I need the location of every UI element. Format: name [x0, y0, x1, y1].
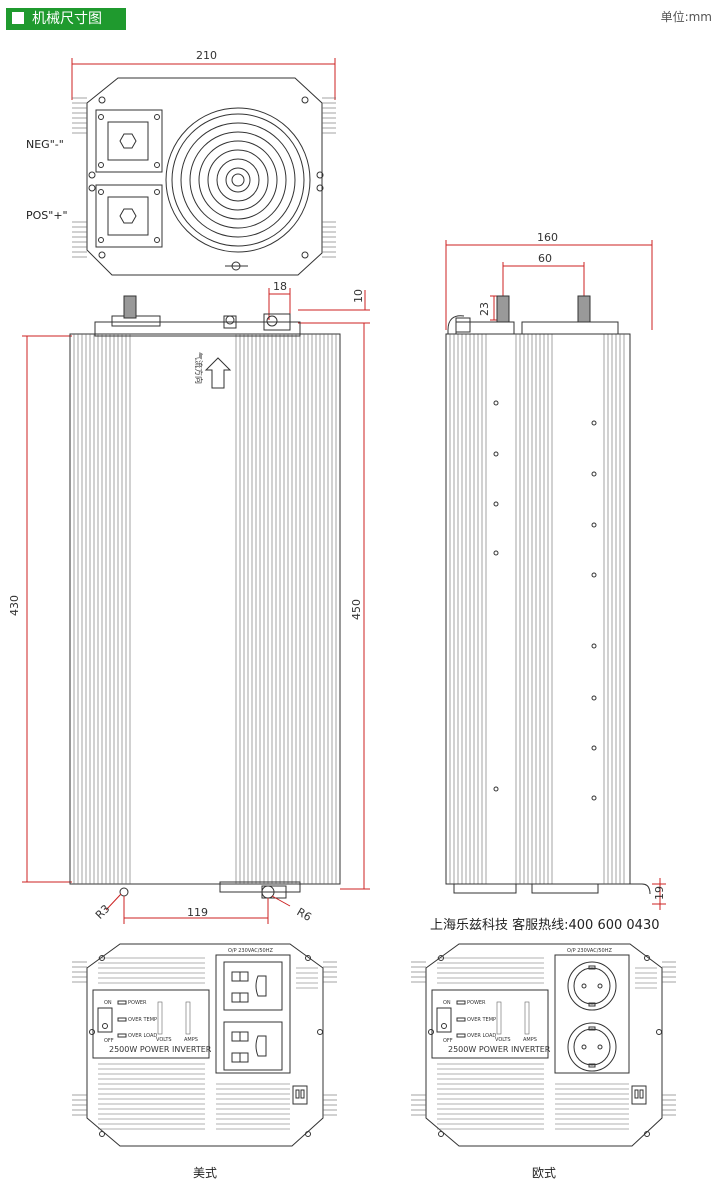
- pos-label: POS"+": [26, 209, 68, 222]
- eu-amps-label: AMPS: [523, 1037, 537, 1043]
- eu-caption: 欧式: [532, 1166, 556, 1180]
- us-switch-on-label: ON: [104, 1000, 112, 1006]
- section-title-badge: 机械尺寸图: [6, 8, 126, 30]
- us-panel-vents: [98, 957, 318, 1130]
- top-view-right-fins: [322, 97, 336, 258]
- front-view: 18 10 430 450: [8, 280, 370, 924]
- radius-r3-label: R3: [93, 902, 113, 922]
- top-view-left-fins: [72, 97, 87, 258]
- pos-terminal-block: [95, 184, 163, 248]
- eu-panel-vents: [437, 957, 657, 1130]
- us-led-power: POWER: [128, 1000, 147, 1006]
- us-outlet-top: [223, 961, 283, 1011]
- us-caption: 美式: [193, 1166, 217, 1180]
- dim-length-450: 450: [350, 599, 363, 620]
- eu-outlet-top: [567, 961, 617, 1011]
- section-title: 机械尺寸图: [32, 11, 102, 27]
- us-led-over-temp: OVER TEMP: [128, 1017, 157, 1023]
- us-panel: ON OFF POWER OVER TEMP OVER LOAD VOLTS A…: [72, 943, 337, 1147]
- neg-terminal-block: [95, 109, 163, 173]
- us-amps-label: AMPS: [184, 1037, 198, 1043]
- side-view: 160 60 23: [445, 231, 666, 910]
- dim-foot-height-19: 19: [653, 886, 666, 900]
- eu-led-power: POWER: [467, 1000, 486, 1006]
- us-led-over-load: OVER LOAD: [128, 1033, 157, 1039]
- dim-bottom-span-119: 119: [187, 906, 208, 919]
- radius-r6-label: R6: [295, 905, 314, 924]
- airflow-label: 气流方向: [194, 352, 204, 384]
- eu-switch-off-label: OFF: [443, 1038, 453, 1044]
- side-view-fins: [449, 334, 625, 884]
- company-hotline: 上海乐兹科技 客服热线:400 600 0430: [430, 917, 660, 933]
- dim-hole-offset-18: 18: [273, 280, 287, 293]
- eu-panel: ON OFF POWER OVER TEMP OVER LOAD VOLTS A…: [411, 943, 676, 1147]
- dim-height-430: 430: [8, 595, 21, 616]
- eu-led-over-load: OVER LOAD: [467, 1033, 496, 1039]
- fan-grille: [165, 107, 311, 253]
- front-view-fins: [73, 334, 337, 884]
- unit-label: 单位:mm: [660, 10, 712, 24]
- eu-switch-on-label: ON: [443, 1000, 451, 1006]
- dim-top-offset-10: 10: [352, 289, 365, 303]
- eu-led-over-temp: OVER TEMP: [467, 1017, 496, 1023]
- eu-output-rating: O/P 230VAC/50HZ: [567, 948, 612, 954]
- dim-terminal-spacing-60: 60: [538, 252, 552, 265]
- square-icon: [12, 12, 24, 24]
- eu-volts-label: VOLTS: [495, 1037, 511, 1043]
- us-outlet-bottom: [223, 1021, 283, 1071]
- us-model-label: 2500W POWER INVERTER: [109, 1045, 212, 1054]
- dim-terminal-height-23: 23: [478, 302, 491, 316]
- top-view: 210: [26, 49, 336, 276]
- us-switch-off-label: OFF: [104, 1038, 114, 1044]
- neg-label: NEG"-": [26, 138, 64, 151]
- eu-model-label: 2500W POWER INVERTER: [448, 1045, 551, 1054]
- us-output-rating: O/P 230VAC/50HZ: [228, 948, 273, 954]
- dim-width-210: 210: [196, 49, 217, 62]
- us-volts-label: VOLTS: [156, 1037, 172, 1043]
- eu-outlet-bottom: [567, 1022, 617, 1072]
- dim-depth-160: 160: [537, 231, 558, 244]
